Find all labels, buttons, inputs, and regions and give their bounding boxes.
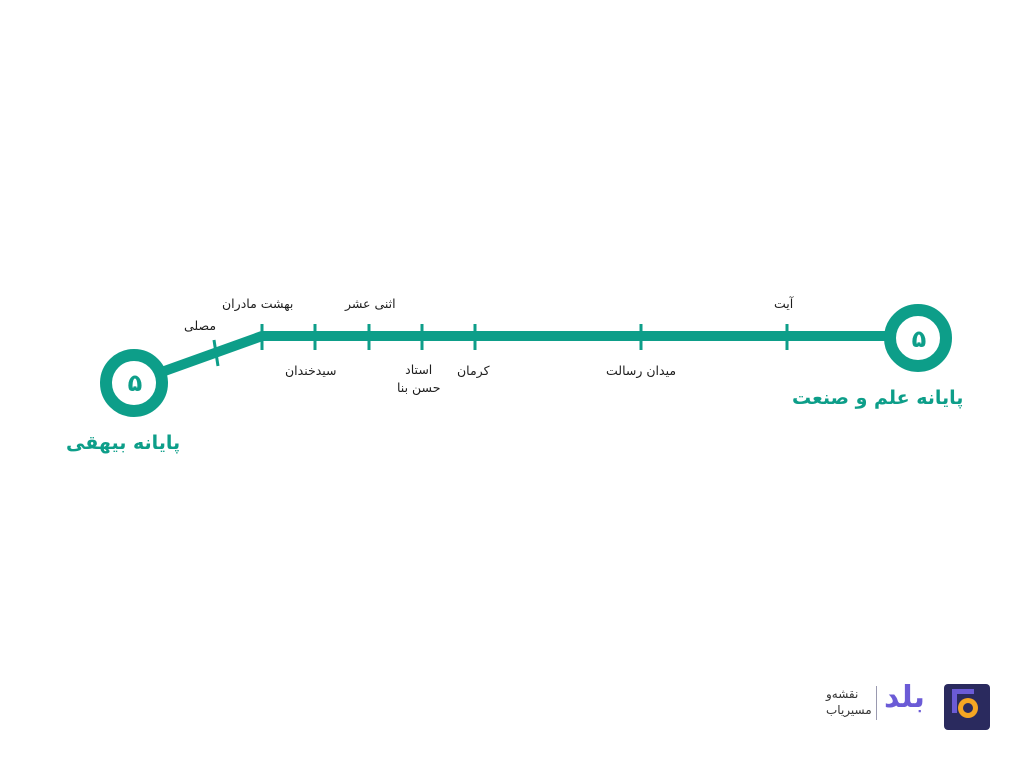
brand-tagline-line1: نقشه‌و xyxy=(826,687,859,701)
end-terminal-label[interactable]: پایانه علم و صنعت xyxy=(792,387,964,409)
station-label-asna-ashar[interactable]: اثنی عشر xyxy=(345,296,396,311)
brand-name: بلد xyxy=(884,680,925,715)
station-label-mosalla[interactable]: مصلی xyxy=(184,318,217,333)
start-terminal-marker[interactable] xyxy=(100,349,168,417)
station-label-ostad-hasan-banna[interactable]: استاد حسن بنا xyxy=(397,362,441,395)
terminal-markers xyxy=(100,304,952,417)
station-tick-mosalla xyxy=(212,339,220,367)
balad-brand: نقشه‌و مسیریاب بلد xyxy=(826,680,994,732)
brand-divider xyxy=(876,686,877,720)
station-label-ayat[interactable]: آیت xyxy=(774,296,794,311)
brand-tagline-line2: مسیریاب xyxy=(826,703,872,717)
balad-logo-icon xyxy=(944,684,990,730)
station-label-meydan-resalat[interactable]: میدان رسالت xyxy=(606,363,677,378)
station-label-behesht-madaran[interactable]: بهشت مادران xyxy=(222,296,294,311)
line-5-track xyxy=(132,331,918,387)
start-terminal-label[interactable]: پایانه بیهقی xyxy=(66,432,181,454)
end-terminal-line-number: ۵ xyxy=(911,325,927,353)
station-ticks xyxy=(212,324,789,367)
line-track xyxy=(132,331,918,387)
station-label-seyed-khandan[interactable]: سیدخندان xyxy=(285,363,337,378)
station-label-kerman[interactable]: کرمان xyxy=(457,363,490,378)
end-terminal-marker[interactable] xyxy=(884,304,952,372)
start-terminal-line-number: ۵ xyxy=(127,369,143,397)
